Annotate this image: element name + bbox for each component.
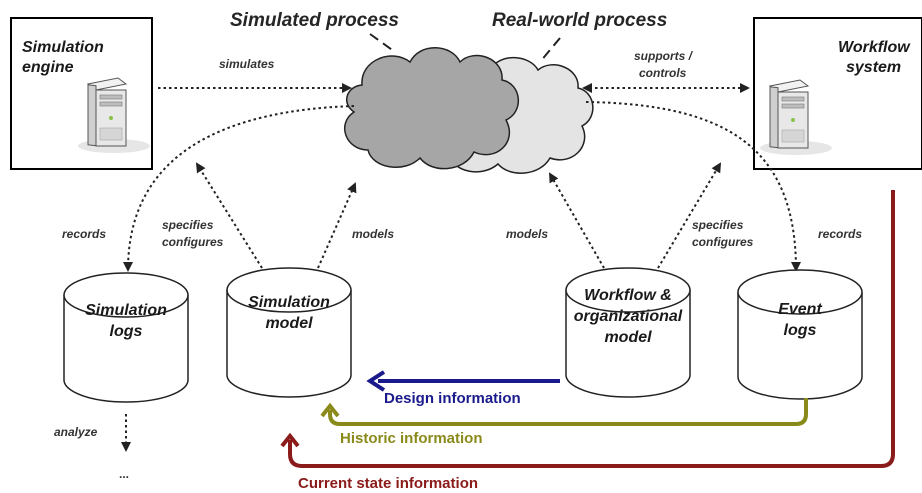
specifies-right-arrow: [657, 162, 722, 269]
workflow-system-title-line1: Workflow: [838, 39, 911, 56]
records-left-arrow: [123, 105, 355, 272]
simulation-logs-label-line1: Simulation: [85, 302, 167, 319]
workflow-system-title-line2: system: [846, 59, 901, 76]
simulation-logs-store: Simulation logs: [63, 272, 189, 403]
simulation-logs-label-line2: logs: [110, 323, 143, 340]
workflow-system-box: Workflow system: [753, 17, 922, 170]
simulated-process-title: Simulated process: [230, 10, 399, 31]
supports-label-line2: controls: [639, 66, 687, 80]
workflow-model-label-line1: Workflow &: [584, 287, 672, 304]
real-world-process-title: Real-world process: [492, 10, 667, 31]
records-right-label: records: [818, 227, 862, 241]
event-logs-label-line1: Event: [778, 301, 822, 318]
specifies-right-label-line2: configures: [692, 235, 754, 249]
event-logs-label-line2: logs: [784, 322, 817, 339]
current-state-information-flow: Current state information: [280, 190, 895, 492]
analyze-label: analyze: [54, 425, 98, 439]
specifies-left-arrow: [195, 162, 263, 269]
workflow-model-label-line3: model: [604, 329, 652, 346]
historic-information-label: Historic information: [340, 430, 483, 447]
server-tower-icon: [760, 79, 832, 155]
supports-label-line1: supports /: [634, 49, 694, 63]
simulation-model-label-line1: Simulation: [248, 294, 330, 311]
historic-information-flow: Historic information: [320, 398, 808, 447]
models-right-arrow: [549, 172, 605, 269]
records-right-arrow: [585, 101, 801, 272]
server-tower-icon: [78, 77, 150, 153]
simulation-engine-box: Simulation engine: [10, 17, 153, 170]
models-left-label: models: [352, 227, 394, 241]
simulation-model-label-line2: model: [265, 315, 313, 332]
simulation-engine-title-line1: Simulation: [22, 39, 104, 56]
specifies-right-label-line1: specifies: [692, 218, 744, 232]
records-left-label: records: [62, 227, 106, 241]
simulated-process-cloud-icon: [343, 47, 520, 170]
models-right-label: models: [506, 227, 548, 241]
specifies-left-label-line1: specifies: [162, 218, 214, 232]
workflow-model-label-line2: organizational: [574, 308, 683, 325]
specifies-left-label-line2: configures: [162, 235, 224, 249]
models-left-arrow: [317, 182, 357, 269]
simulation-engine-title-line2: engine: [22, 59, 74, 76]
simulates-label: simulates: [219, 57, 275, 71]
workflow-model-store: Workflow & organizational model: [565, 267, 691, 398]
event-logs-store: Event logs: [737, 269, 863, 400]
analyze-ellipsis: ...: [119, 467, 129, 481]
simulation-model-store: Simulation model: [226, 267, 352, 398]
design-information-flow: Design information: [366, 370, 560, 407]
current-state-information-label: Current state information: [298, 475, 478, 492]
design-information-label: Design information: [384, 390, 521, 407]
